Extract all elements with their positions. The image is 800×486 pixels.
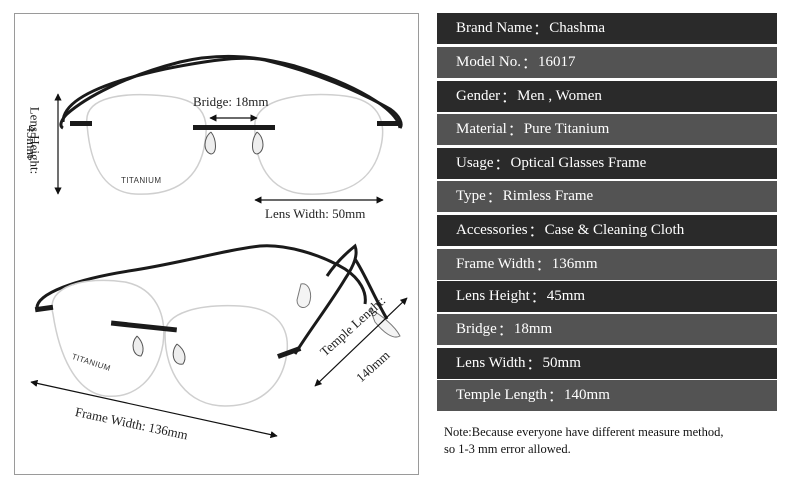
- spec-separator: ：: [533, 22, 549, 38]
- spec-value: 45mm: [546, 288, 586, 304]
- note-line-2: so 1-3 mm error allowed.: [444, 442, 571, 456]
- temple-length-arrow: [314, 297, 408, 387]
- spec-row-brand: Brand Name：Chashma: [437, 13, 777, 44]
- spec-table: Brand Name：Chashma Model No.：16017 Gende…: [437, 13, 777, 476]
- bottom-left-endpiece: [34, 304, 54, 313]
- lens-height-value: 45mm: [24, 125, 39, 159]
- bottom-bridge: [110, 320, 178, 333]
- spec-row-bridge: Bridge：18mm: [437, 314, 777, 345]
- spec-value: Chashma: [549, 20, 606, 36]
- spec-separator: ：: [535, 258, 551, 274]
- note-line-1: Note:Because everyone have different mea…: [444, 425, 724, 439]
- spec-label: Gender: [456, 88, 501, 104]
- spec-separator: ：: [530, 290, 546, 306]
- measurement-note: Note:Because everyone have different mea…: [437, 411, 777, 475]
- bottom-nose-pad-left: [132, 335, 144, 357]
- spec-separator: ：: [501, 90, 517, 106]
- spec-label: Lens Height: [456, 288, 530, 304]
- spec-value: 50mm: [542, 355, 581, 371]
- spec-label: Usage: [456, 155, 494, 171]
- spec-value: 18mm: [513, 321, 553, 337]
- top-right-endpiece: [377, 121, 399, 126]
- spec-row-usage: Usage：Optical Glasses Frame: [437, 148, 777, 179]
- spec-label: Brand Name: [456, 20, 533, 36]
- spec-label: Temple Length: [456, 387, 548, 403]
- spec-row-material: Material：Pure Titanium: [437, 114, 777, 145]
- spec-row-gender: Gender：Men , Women: [437, 81, 777, 112]
- bottom-temple-tip-cap-1: [296, 283, 312, 308]
- top-bridge: [193, 125, 275, 130]
- lens-width-label: Lens Width: 50mm: [265, 206, 366, 221]
- spec-value: Pure Titanium: [523, 121, 610, 137]
- top-nose-pad-left: [204, 131, 216, 155]
- top-left-endpiece: [70, 121, 92, 126]
- top-lens-stamp: TITANIUM: [121, 176, 162, 185]
- spec-label: Accessories: [456, 222, 528, 238]
- frame-width-arrow: [30, 379, 278, 439]
- spec-label: Frame Width: [456, 256, 535, 272]
- spec-value: Rimless Frame: [502, 188, 594, 204]
- spec-separator: ：: [548, 389, 564, 405]
- spec-separator: ：: [526, 357, 542, 373]
- top-nose-pad-right: [252, 131, 264, 155]
- spec-value: 140mm: [564, 387, 610, 403]
- spec-row-model: Model No.：16017: [437, 47, 777, 78]
- spec-value: 136mm: [551, 256, 598, 272]
- spec-row-lens-width: Lens Width：50mm: [437, 348, 777, 379]
- glasses-diagram-panel: Bridge: 18mm Lens Height: 45mm TITANIUM …: [14, 13, 419, 475]
- spec-row-temple-length: Temple Length：140mm: [437, 380, 777, 411]
- spec-row-lens-height: Lens Height：45mm: [437, 281, 777, 312]
- glasses-illustration: [30, 54, 408, 439]
- spec-value: Case & Cleaning Cloth: [544, 222, 685, 238]
- spec-separator: ：: [494, 157, 510, 173]
- spec-separator: ：: [497, 323, 513, 339]
- spec-label: Type: [456, 188, 486, 204]
- spec-separator: ：: [486, 190, 502, 206]
- spec-row-type: Type：Rimless Frame: [437, 181, 777, 212]
- bottom-right-endpiece: [277, 346, 302, 359]
- top-right-lens: [254, 93, 384, 195]
- spec-separator: ：: [528, 224, 544, 240]
- spec-label: Bridge: [456, 321, 497, 337]
- spec-row-frame-width: Frame Width：136mm: [437, 249, 777, 280]
- spec-row-accessories: Accessories：Case & Cleaning Cloth: [437, 215, 777, 246]
- spec-separator: ：: [507, 123, 523, 139]
- spec-label: Lens Width: [456, 355, 526, 371]
- bottom-left-lens: [51, 279, 165, 397]
- top-temple-right: [59, 54, 402, 130]
- spec-value: 16017: [538, 54, 576, 70]
- spec-value: Men , Women: [517, 88, 602, 104]
- bottom-temple-back: [35, 244, 367, 310]
- spec-label: Model No.: [456, 54, 521, 70]
- spec-separator: ：: [522, 56, 538, 72]
- spec-label: Material: [456, 121, 507, 137]
- bottom-nose-pad-right: [172, 343, 186, 365]
- spec-value: Optical Glasses Frame: [510, 155, 647, 171]
- bridge-label: Bridge: 18mm: [193, 94, 269, 109]
